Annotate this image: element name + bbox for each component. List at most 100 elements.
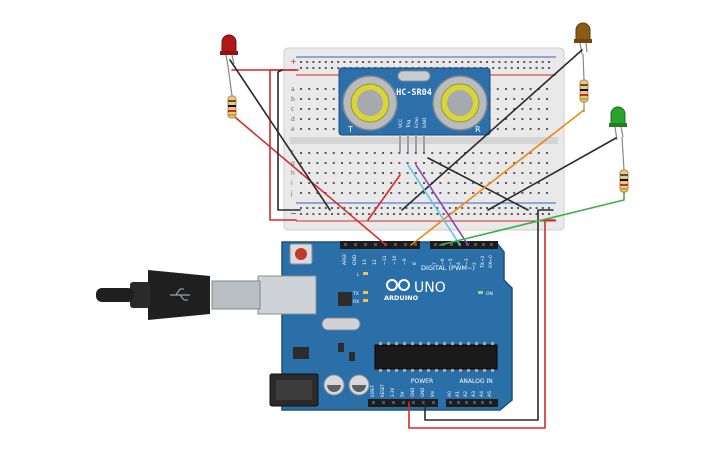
svg-text:a: a: [291, 86, 295, 93]
rail-minus-label-bottom: −: [290, 209, 297, 218]
green-led-resistor[interactable]: [619, 136, 629, 193]
wires: [229, 49, 625, 429]
svg-text:5V: 5V: [400, 391, 405, 397]
wire-cyan-echo[interactable]: [407, 164, 461, 246]
svg-text:A5: A5: [487, 391, 493, 397]
svg-text:3.3V: 3.3V: [390, 388, 395, 397]
svg-text:A2: A2: [463, 391, 469, 397]
brown-led-lens: [575, 22, 591, 41]
crystal-oscillator: [321, 317, 361, 331]
on-led: [478, 291, 483, 294]
wire-brown-led-gnd[interactable]: [401, 49, 583, 211]
svg-text:A3: A3: [471, 391, 477, 397]
svg-text:2: 2: [472, 262, 478, 265]
svg-text:13: 13: [362, 259, 368, 265]
svg-text:g: g: [291, 160, 295, 167]
svg-text:ARDUINO: ARDUINO: [384, 294, 419, 302]
sensor-mark-r: R: [475, 125, 481, 134]
svg-text:j: j: [290, 190, 293, 197]
red-led[interactable]: [220, 34, 238, 67]
svg-text:d: d: [291, 116, 295, 123]
brown-led-resistor[interactable]: [579, 53, 589, 112]
svg-text:A1: A1: [455, 391, 461, 397]
analog-label: ANALOG IN: [459, 378, 492, 385]
digital-header-left: [340, 241, 420, 249]
reset-button-cap: [295, 248, 307, 260]
svg-text:~6: ~6: [440, 258, 446, 265]
voltage-regulator: [293, 347, 309, 359]
digital-header-right: [430, 241, 498, 249]
usb-icon: [170, 288, 190, 301]
led-l-label: L: [357, 272, 360, 278]
svg-text:7: 7: [432, 262, 438, 265]
svg-text:i: i: [291, 180, 293, 187]
svg-text:GND: GND: [410, 388, 415, 397]
usb-plug-metal: [211, 280, 261, 310]
ultrasonic-sensor[interactable]: HC-SR04 T R VCC Trig Echo GND: [338, 67, 491, 152]
svg-text:8: 8: [412, 262, 418, 265]
arduino-logo: ARDUINO: [384, 279, 419, 302]
sensor-model-label: HC-SR04: [396, 88, 432, 98]
svg-text:Echo: Echo: [414, 117, 420, 128]
svg-text:TX→1: TX→1: [480, 255, 486, 269]
svg-text:A4: A4: [479, 391, 485, 397]
wire-purple-trig[interactable]: [415, 164, 469, 246]
wire-red-led-gnd[interactable]: [229, 59, 331, 211]
svg-text:GND: GND: [420, 388, 425, 397]
svg-text:A0: A0: [447, 391, 453, 397]
usb-b-socket: [257, 275, 317, 315]
on-label: ON: [486, 291, 493, 297]
power-pin-labels: IOREF RESET 3.3V 5V GND GND Vin: [370, 384, 435, 397]
arduino-uno-board[interactable]: AREF GND 13 12 ~11 ~10 ~9 8 7 ~6 ~5 4 ~3…: [269, 241, 513, 411]
red-led-resistor[interactable]: [227, 65, 237, 119]
svg-text:~9: ~9: [402, 258, 408, 265]
breadboard-row-letters-top: a b c d e: [291, 86, 295, 133]
svg-text:Trig: Trig: [406, 120, 412, 129]
svg-text:4: 4: [456, 262, 462, 265]
svg-text:RESET: RESET: [380, 384, 385, 397]
wire-green-led[interactable]: [439, 191, 625, 246]
svg-text:RX←0: RX←0: [488, 255, 494, 268]
svg-text:~3: ~3: [464, 258, 470, 265]
sensor-mark-t: T: [347, 125, 353, 134]
digital-header-label: DIGITAL (PWM~): [421, 264, 475, 272]
rail-plus-label-top: +: [290, 57, 297, 66]
wire-red-trig[interactable]: [367, 174, 401, 221]
sensor-pin-labels: VCC Trig Echo GND: [398, 117, 428, 129]
svg-text:IOREF: IOREF: [370, 384, 375, 397]
led-l: [363, 272, 368, 275]
atmega-chip: [374, 344, 498, 370]
power-label: POWER: [411, 378, 433, 385]
led-rx: [363, 299, 368, 302]
green-led-lens: [610, 106, 626, 125]
wire-rail-black-left[interactable]: [277, 69, 301, 211]
red-led-lens: [221, 34, 237, 53]
svg-text:h: h: [291, 170, 295, 177]
usb-chip: [338, 292, 352, 306]
svg-text:e: e: [291, 126, 295, 133]
svg-text:AREF: AREF: [342, 253, 348, 265]
svg-text:~5: ~5: [448, 258, 454, 265]
wire-5v-red[interactable]: [408, 219, 556, 429]
wire-gnd-black[interactable]: [424, 209, 554, 421]
svg-text:~11: ~11: [382, 255, 388, 265]
led-tx-label: TX: [352, 291, 359, 297]
svg-text:VCC: VCC: [398, 119, 404, 128]
sensor-pins: [399, 135, 425, 152]
model-label: UNO: [414, 280, 446, 296]
led-tx: [363, 291, 368, 294]
digital-pin-labels-right: 7 ~6 ~5 4 ~3 2 TX→1 RX←0: [432, 255, 494, 269]
wire-green-led-gnd[interactable]: [487, 137, 617, 211]
svg-text:12: 12: [372, 259, 378, 265]
led-rx-label: RX: [353, 299, 359, 305]
analog-header: [446, 399, 498, 407]
brown-led[interactable]: [574, 22, 592, 55]
wire-orange-brown-led[interactable]: [410, 109, 585, 246]
green-led[interactable]: [609, 106, 627, 141]
svg-text:c: c: [291, 106, 294, 113]
wire-sensor-gnd[interactable]: [427, 157, 529, 211]
svg-text:b: b: [291, 96, 295, 103]
usb-cable[interactable]: [96, 270, 317, 320]
